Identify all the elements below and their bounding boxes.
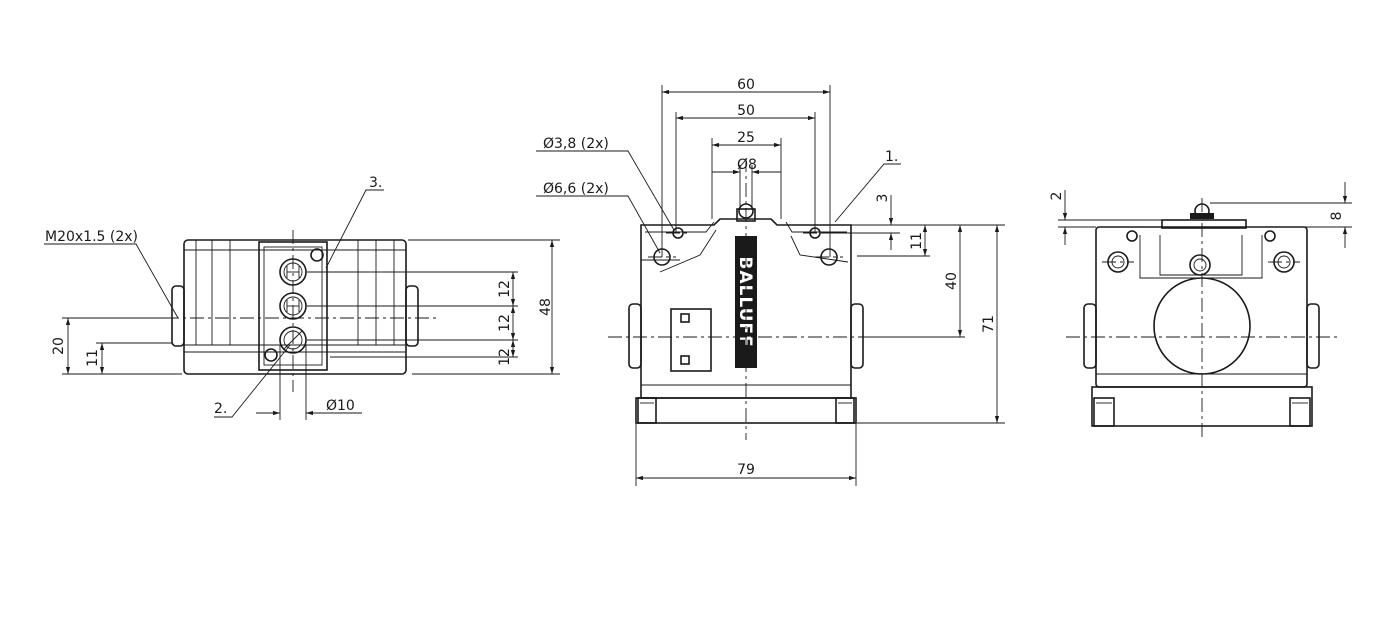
- dim-25: 25: [737, 130, 755, 146]
- label-plate: [670, 308, 712, 372]
- center-base: [635, 397, 857, 424]
- dim-12-c: 12: [497, 348, 513, 366]
- left-gland-right: [405, 285, 419, 347]
- dim-20: 20: [51, 337, 67, 355]
- center-gland-right: [850, 303, 864, 369]
- center-gland-left: [628, 303, 642, 369]
- center-view: BALLUFF 60 50 25 Ø8 3 11: [536, 77, 1005, 486]
- dim-dia-8: Ø8: [737, 157, 757, 173]
- dim-79: 79: [737, 462, 755, 478]
- callout-3: 3.: [369, 175, 382, 191]
- dim-12-a: 12: [497, 280, 513, 298]
- dim-3: 3: [875, 194, 891, 203]
- left-screw-1: [264, 348, 278, 362]
- right-body-outline: [1095, 226, 1308, 388]
- dim-8: 8: [1329, 212, 1345, 221]
- left-view: 48 12 12 12 20 11 Ø10 M20x1.5 (2x) 3. 2.: [44, 175, 560, 420]
- right-view: 2 8: [1049, 182, 1352, 440]
- dim-48: 48: [538, 298, 554, 316]
- dim-50: 50: [737, 103, 755, 119]
- dim-60: 60: [737, 77, 755, 93]
- dim-12-b: 12: [497, 314, 513, 332]
- callout-2: 2.: [214, 401, 227, 417]
- brand-logo: BALLUFF: [735, 256, 755, 347]
- dim-2: 2: [1049, 192, 1065, 201]
- right-actuator-base: [1161, 219, 1247, 229]
- label-hole-small: Ø3,8 (2x): [543, 136, 609, 152]
- actuator-head-3: [279, 326, 307, 354]
- dim-71: 71: [981, 315, 997, 333]
- dim-dia-10: Ø10: [326, 398, 355, 414]
- label-hole-large: Ø6,6 (2x): [543, 181, 609, 197]
- dim-40: 40: [944, 272, 960, 290]
- left-body-outline: [183, 239, 407, 375]
- label-thread: M20x1.5 (2x): [45, 229, 138, 245]
- left-screw-2: [310, 248, 324, 262]
- dim-11-right: 11: [909, 232, 925, 250]
- left-gland-left: [171, 285, 185, 347]
- dim-11-left: 11: [85, 349, 101, 367]
- callout-1: 1.: [885, 149, 898, 165]
